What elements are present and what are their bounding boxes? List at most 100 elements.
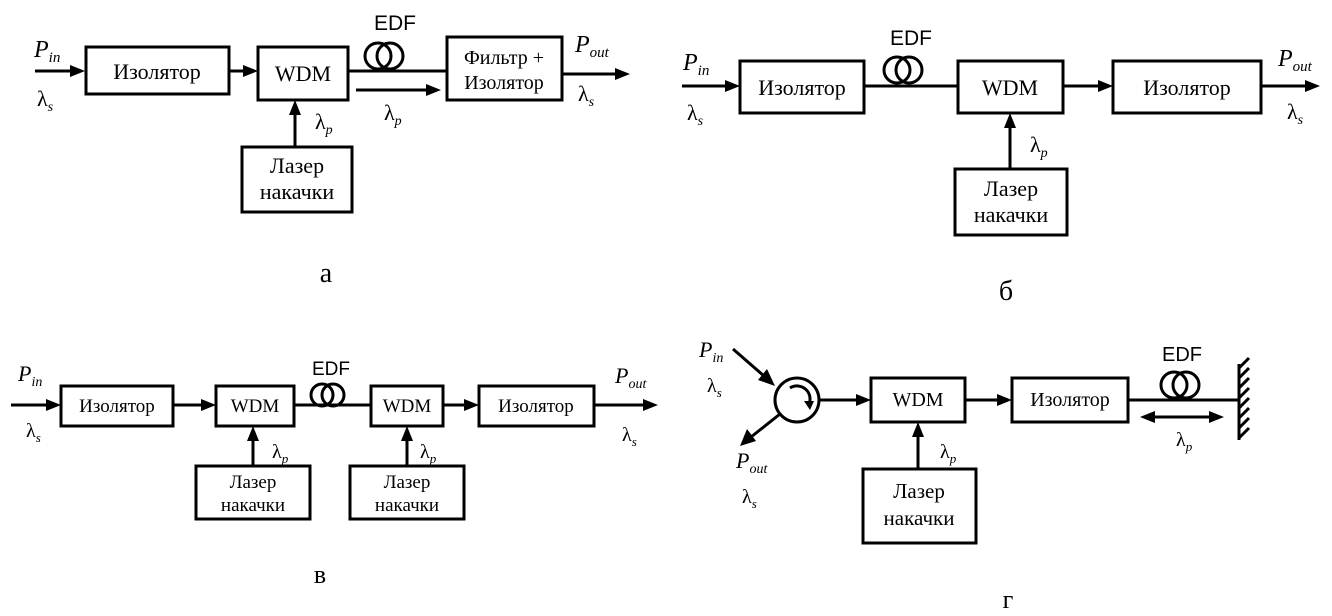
v-pump1-arrow bbox=[247, 426, 259, 441]
b-output-arrow bbox=[1305, 80, 1320, 92]
v-isolator-label: Изолятор bbox=[79, 396, 155, 417]
a-pump-label-2: накачки bbox=[260, 179, 335, 204]
a-pump-laser-box bbox=[240, 145, 354, 214]
v-isolator2-label: Изолятор bbox=[498, 396, 574, 417]
b-wdm-box bbox=[956, 59, 1065, 115]
panel-b: Pin λs Изолятор EDF WDM Изолятор Pout λs… bbox=[682, 27, 1320, 307]
v-pump1-box bbox=[194, 464, 312, 521]
v-edf-coil-right bbox=[320, 382, 346, 408]
a-pin-label: Pin bbox=[33, 37, 60, 66]
g-lambda-s-out: λs bbox=[742, 486, 757, 511]
a-lambda-p-pump: λp bbox=[315, 109, 333, 138]
v-input-arrow bbox=[46, 399, 61, 411]
v-pump2-box bbox=[348, 464, 466, 521]
b-isolator2-label: Изолятор bbox=[1143, 75, 1231, 100]
v-wdm1-box bbox=[214, 384, 296, 428]
v-wdm2-label: WDM bbox=[383, 396, 432, 417]
b-pout-label: Pout bbox=[1277, 46, 1313, 75]
v-edf-coil-left bbox=[309, 382, 335, 408]
a-input-arrow bbox=[70, 65, 85, 77]
g-isolator-label: Изолятор bbox=[1030, 389, 1110, 411]
v-output-arrow bbox=[643, 399, 658, 411]
g-lambda-p-fiber: λp bbox=[1176, 429, 1193, 454]
g-output-arrow bbox=[740, 429, 756, 446]
v-lambda-s-out: λs bbox=[622, 424, 637, 449]
g-pump-laser-box bbox=[861, 467, 978, 545]
panel-g: Pin λs Pout λs WDM Изолятор EDF λp bbox=[698, 337, 1251, 614]
v-pin-label: Pin bbox=[17, 361, 42, 390]
g-pump-label-1: Лазер bbox=[893, 479, 945, 503]
b-pump-arrow bbox=[1004, 113, 1016, 128]
g-mirror-hatch bbox=[1237, 356, 1251, 440]
b-wdm-label: WDM bbox=[982, 75, 1038, 100]
b-edf-coil-right bbox=[894, 55, 924, 85]
a-edf-label: EDF bbox=[374, 12, 416, 35]
b-input-arrow bbox=[725, 80, 740, 92]
panel-g-label: г bbox=[1003, 585, 1014, 614]
v-wdm1-label: WDM bbox=[231, 396, 280, 417]
a-wdm-label: WDM bbox=[275, 61, 331, 86]
v-arrow-iso bbox=[464, 399, 479, 411]
g-pout-label: Pout bbox=[735, 448, 768, 477]
g-pin-label: Pin bbox=[698, 337, 723, 366]
b-lambda-s-out: λs bbox=[1287, 99, 1304, 128]
g-circulator-arrow-arc bbox=[789, 384, 812, 405]
b-pin-label: Pin bbox=[682, 50, 709, 79]
v-isolator2-box bbox=[477, 384, 596, 428]
a-pump-label-1: Лазер bbox=[270, 153, 324, 178]
a-filter-isolator-label: Изолятор bbox=[464, 72, 544, 94]
a-filter-isolator-box bbox=[445, 35, 564, 102]
b-isolator-label: Изолятор bbox=[758, 75, 846, 100]
b-arrow-iso bbox=[1098, 80, 1113, 92]
a-output-arrow bbox=[615, 68, 630, 80]
g-edf-coil-left bbox=[1159, 370, 1189, 400]
v-pump2-label-1: Лазер bbox=[384, 472, 431, 493]
g-edf-label: EDF bbox=[1162, 344, 1202, 366]
g-input-arrow bbox=[758, 369, 775, 386]
v-edf-label: EDF bbox=[312, 359, 350, 380]
b-pump-label-2: накачки bbox=[974, 202, 1049, 227]
v-pump1-label-1: Лазер bbox=[230, 472, 277, 493]
panel-v: Pin λs Изолятор WDM EDF WDM Изолятор Pou… bbox=[11, 359, 658, 589]
v-isolator-box bbox=[59, 384, 175, 428]
panel-b-label: б bbox=[999, 276, 1013, 307]
a-isolator-label: Изолятор bbox=[113, 59, 201, 84]
g-lambda-p-pump: λp bbox=[940, 441, 957, 466]
a-lambda-s-out: λs bbox=[578, 81, 595, 110]
v-pump1-label-2: накачки bbox=[221, 495, 285, 516]
g-edf-coil-right bbox=[1171, 370, 1201, 400]
panel-a-label: а bbox=[320, 258, 333, 289]
g-lambda-s-in: λs bbox=[707, 375, 722, 400]
a-pout-label: Pout bbox=[574, 32, 610, 61]
g-pump-label-2: накачки bbox=[884, 506, 955, 530]
b-lambda-p-pump: λp bbox=[1030, 132, 1048, 161]
a-pump-arrow bbox=[289, 100, 301, 115]
v-pump2-arrow bbox=[401, 426, 413, 441]
g-isolator-box bbox=[1010, 376, 1130, 424]
g-bidir-arrow-left bbox=[1140, 411, 1155, 423]
v-lambda-s-in: λs bbox=[26, 420, 41, 445]
b-pump-label-1: Лазер bbox=[984, 176, 1038, 201]
v-pout-label: Pout bbox=[614, 363, 647, 392]
g-pump-arrow bbox=[912, 422, 924, 437]
b-isolator2-box bbox=[1111, 59, 1263, 115]
a-pump-dir-arrow bbox=[426, 84, 441, 96]
g-arrow-iso bbox=[997, 394, 1012, 406]
a-lambda-s-in: λs bbox=[37, 86, 54, 115]
a-edf-coil-right bbox=[375, 41, 405, 71]
v-lambda-p-pump1: λp bbox=[272, 441, 289, 466]
a-wdm-box bbox=[256, 45, 350, 102]
g-bidir-arrow-right bbox=[1209, 411, 1224, 423]
panel-v-label: в bbox=[314, 560, 326, 589]
g-arrow-wdm bbox=[856, 394, 871, 406]
v-arrow-wdm1 bbox=[201, 399, 216, 411]
b-lambda-s-in: λs bbox=[687, 100, 704, 129]
b-edf-coil-left bbox=[882, 55, 912, 85]
g-circulator-arrow-head bbox=[804, 401, 814, 410]
g-wdm-label: WDM bbox=[892, 389, 943, 411]
g-input-line bbox=[732, 347, 765, 378]
a-lambda-p-out: λp bbox=[384, 100, 402, 129]
v-lambda-p-pump2: λp bbox=[420, 441, 437, 466]
a-arrow-wdm bbox=[243, 65, 258, 77]
